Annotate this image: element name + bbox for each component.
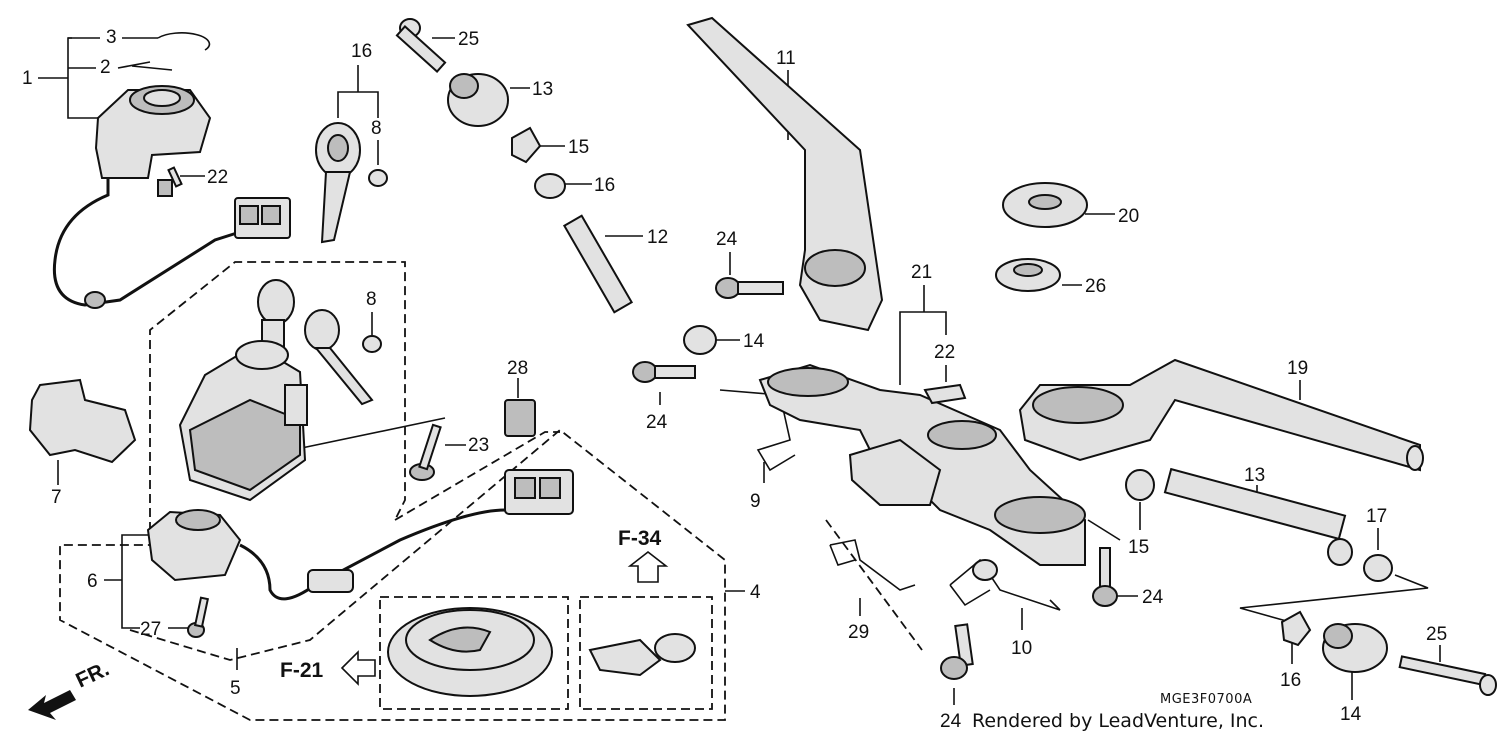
callout-16-right: 16 bbox=[1280, 670, 1301, 691]
callout-13-top: 12 bbox=[647, 227, 668, 248]
callout-12: 11 bbox=[776, 48, 796, 69]
front-indicator: FR. bbox=[72, 657, 112, 692]
callout-9: 16 bbox=[351, 41, 372, 62]
callout-14-right: 14 bbox=[1340, 704, 1362, 725]
callout-29: 29 bbox=[848, 622, 869, 643]
callout-24-left: 24 bbox=[646, 412, 668, 433]
callout-18: 19 bbox=[1287, 358, 1308, 379]
callout-25-top: 25 bbox=[458, 29, 479, 50]
callout-3: 3 bbox=[106, 27, 117, 48]
callout-16-top: 15 bbox=[568, 137, 589, 158]
callout-17-right: 17 bbox=[1366, 506, 1387, 527]
callout-2: 2 bbox=[100, 57, 111, 78]
callout-24-upper: 24 bbox=[716, 229, 738, 250]
callout-15-right: 15 bbox=[1128, 537, 1149, 558]
callout-27: 27 bbox=[140, 619, 161, 640]
dashed-group-outlines bbox=[59, 261, 923, 721]
callout-8-lower: 8 bbox=[366, 289, 377, 310]
callout-17-top: 16 bbox=[594, 175, 615, 196]
callout-26: 26 bbox=[1085, 276, 1106, 297]
callout-19: 20 bbox=[1118, 206, 1139, 227]
callout-5: 5 bbox=[230, 678, 241, 699]
callout-labels: 3 2 1 22 16 8 8 28 23 7 6 27 5 4 25 13 1… bbox=[22, 27, 1447, 732]
callout-1: 1 bbox=[22, 68, 33, 89]
callout-20: 21 bbox=[911, 262, 932, 283]
parts bbox=[28, 16, 1497, 720]
callout-24-bottom: 24 bbox=[940, 711, 962, 732]
leader-lines bbox=[38, 37, 1441, 705]
callout-15-top: 14 bbox=[743, 331, 765, 352]
callout-14-top: 13 bbox=[532, 79, 553, 100]
callout-10: 9 bbox=[750, 491, 761, 512]
callout-23: 23 bbox=[468, 435, 489, 456]
callout-4: 4 bbox=[750, 582, 761, 603]
callout-8-upper: 8 bbox=[371, 118, 382, 139]
callout-28: 28 bbox=[507, 358, 528, 379]
reference-f21: F-21 bbox=[280, 659, 324, 682]
diagram-code: MGE3F0700A bbox=[1160, 692, 1252, 707]
callout-25-right: 25 bbox=[1426, 624, 1447, 645]
callout-7: 7 bbox=[51, 487, 62, 508]
callout-24-right: 24 bbox=[1142, 587, 1164, 608]
callout-13-right: 13 bbox=[1244, 465, 1265, 486]
callout-21: 22 bbox=[934, 342, 955, 363]
callout-22: 22 bbox=[207, 167, 228, 188]
callout-11: 10 bbox=[1011, 638, 1032, 659]
reference-f34: F-34 bbox=[618, 527, 662, 550]
callout-6: 6 bbox=[87, 571, 98, 592]
credit-text: Rendered by LeadVenture, Inc. bbox=[972, 710, 1264, 732]
